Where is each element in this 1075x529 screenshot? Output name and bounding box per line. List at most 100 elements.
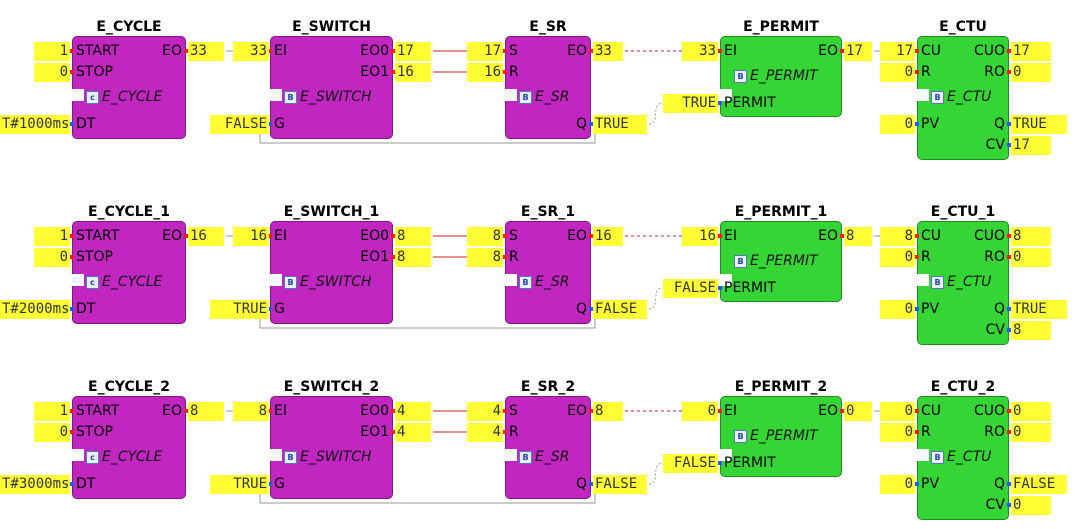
row2-ctu-r-value[interactable]: 0: [880, 248, 915, 267]
row1-switch-ei-pin[interactable]: [268, 49, 272, 53]
row1-permit-eo-value[interactable]: 17: [844, 42, 872, 61]
row2-ctu-cuo-pin[interactable]: [1007, 234, 1011, 238]
row3-switch-g-value[interactable]: TRUE: [210, 475, 269, 494]
row3-ctu-cu-pin[interactable]: [915, 409, 919, 413]
row3-permit-permit-value[interactable]: FALSE: [663, 454, 718, 473]
row2-switch-block[interactable]: [270, 221, 393, 324]
row1-cycle-stop-value[interactable]: 0: [34, 63, 70, 82]
row1-cycle-stop-pin[interactable]: [70, 70, 74, 74]
row2-cycle-title[interactable]: E_CYCLE_1: [88, 204, 170, 220]
row2-ctu-cv-value[interactable]: 8: [1011, 321, 1051, 340]
row2-cycle-eo-pin[interactable]: [184, 234, 188, 238]
row3-permit-eo-value[interactable]: 0: [844, 402, 872, 421]
row3-cycle-block[interactable]: [72, 396, 186, 499]
row2-ctu-r-pin[interactable]: [915, 255, 919, 259]
row2-switch-eo1-value[interactable]: 8: [395, 248, 431, 267]
row3-sr-eo-value[interactable]: 8: [593, 402, 623, 421]
row3-switch-ei-pin[interactable]: [268, 409, 272, 413]
row3-sr-q-pin[interactable]: [589, 482, 593, 486]
row3-sr-title[interactable]: E_SR_2: [520, 379, 576, 395]
row2-sr-title[interactable]: E_SR_1: [520, 204, 576, 220]
row1-switch-eo1-pin[interactable]: [391, 70, 395, 74]
row2-ctu-pv-value[interactable]: 0: [880, 300, 915, 319]
row3-ctu-r-value[interactable]: 0: [880, 423, 915, 442]
row1-sr-eo-pin[interactable]: [589, 49, 593, 53]
row1-ctu-cu-value[interactable]: 17: [880, 42, 915, 61]
row3-cycle-eo-value[interactable]: 8: [188, 402, 224, 421]
row2-sr-r-pin[interactable]: [503, 255, 507, 259]
row1-wire-sr-q-permit[interactable]: [648, 102, 664, 125]
row2-switch-g-value[interactable]: TRUE: [210, 300, 269, 319]
row1-sr-title[interactable]: E_SR: [529, 19, 567, 35]
row3-ctu-q-pin[interactable]: [1007, 482, 1011, 486]
row3-permit-ei-value[interactable]: 0: [682, 402, 718, 421]
row1-ctu-pv-pin[interactable]: [915, 122, 919, 126]
row3-cycle-start-pin[interactable]: [70, 409, 74, 413]
row3-switch-title[interactable]: E_SWITCH_2: [283, 379, 380, 395]
row2-cycle-start-value[interactable]: 1: [34, 227, 70, 246]
row3-sr-eo-pin[interactable]: [589, 409, 593, 413]
row2-cycle-dt-pin[interactable]: [70, 307, 74, 311]
row2-permit-eo-value[interactable]: 8: [844, 227, 872, 246]
row3-switch-eo1-value[interactable]: 4: [395, 423, 431, 442]
row3-wire-sr-q-permit[interactable]: [648, 462, 664, 485]
row1-sr-q-value[interactable]: TRUE: [593, 115, 647, 134]
row3-sr-r-pin[interactable]: [503, 430, 507, 434]
row1-permit-ei-pin[interactable]: [718, 49, 722, 53]
row3-cycle-dt-pin[interactable]: [70, 482, 74, 486]
row1-permit-title[interactable]: E_PERMIT: [743, 19, 819, 35]
row3-ctu-cv-pin[interactable]: [1007, 503, 1011, 507]
row2-ctu-cuo-value[interactable]: 8: [1011, 227, 1051, 246]
row2-sr-eo-pin[interactable]: [589, 234, 593, 238]
row3-ctu-pv-value[interactable]: 0: [880, 475, 915, 494]
row3-ctu-cu-value[interactable]: 0: [880, 402, 915, 421]
row1-switch-eo1-value[interactable]: 16: [395, 63, 431, 82]
row1-cycle-eo-pin[interactable]: [184, 49, 188, 53]
row2-ctu-cu-pin[interactable]: [915, 234, 919, 238]
row3-permit-permit-pin[interactable]: [718, 461, 722, 465]
row1-sr-block[interactable]: [505, 36, 591, 139]
row1-sr-r-value[interactable]: 16: [467, 63, 503, 82]
row3-permit-eo-pin[interactable]: [840, 409, 844, 413]
row2-cycle-start-pin[interactable]: [70, 234, 74, 238]
row3-ctu-title[interactable]: E_CTU_2: [930, 379, 996, 395]
row2-ctu-cu-value[interactable]: 8: [880, 227, 915, 246]
row2-permit-permit-value[interactable]: FALSE: [663, 279, 718, 298]
row3-ctu-r-pin[interactable]: [915, 430, 919, 434]
row1-ctu-title[interactable]: E_CTU: [939, 19, 987, 35]
row3-sr-s-pin[interactable]: [503, 409, 507, 413]
row1-permit-eo-pin[interactable]: [840, 49, 844, 53]
row3-cycle-title[interactable]: E_CYCLE_2: [88, 379, 170, 395]
row2-switch-eo0-value[interactable]: 8: [395, 227, 431, 246]
row1-ctu-r-pin[interactable]: [915, 70, 919, 74]
row1-switch-ei-value[interactable]: 33: [233, 42, 269, 61]
row1-sr-r-pin[interactable]: [503, 70, 507, 74]
row2-sr-r-value[interactable]: 8: [467, 248, 503, 267]
row3-ctu-ro-pin[interactable]: [1007, 430, 1011, 434]
row1-switch-title[interactable]: E_SWITCH: [292, 19, 371, 35]
row3-ctu-cv-value[interactable]: 0: [1011, 496, 1051, 515]
row3-ctu-cuo-value[interactable]: 0: [1011, 402, 1051, 421]
row3-switch-eo0-pin[interactable]: [391, 409, 395, 413]
row2-permit-title[interactable]: E_PERMIT_1: [734, 204, 828, 220]
row1-ctu-cu-pin[interactable]: [915, 49, 919, 53]
row3-sr-r-value[interactable]: 4: [467, 423, 503, 442]
row3-ctu-pv-pin[interactable]: [915, 482, 919, 486]
row1-ctu-q-value[interactable]: TRUE: [1011, 115, 1067, 134]
row2-switch-ei-value[interactable]: 16: [233, 227, 269, 246]
row2-cycle-dt-value[interactable]: T#2000ms: [0, 300, 70, 319]
row2-cycle-stop-pin[interactable]: [70, 255, 74, 259]
row2-ctu-q-value[interactable]: TRUE: [1011, 300, 1067, 319]
row2-permit-ei-pin[interactable]: [718, 234, 722, 238]
row1-ctu-r-value[interactable]: 0: [880, 63, 915, 82]
row1-permit-permit-value[interactable]: TRUE: [663, 94, 718, 113]
row3-cycle-dt-value[interactable]: T#3000ms: [0, 475, 70, 494]
row1-cycle-eo-value[interactable]: 33: [188, 42, 224, 61]
row1-cycle-dt-pin[interactable]: [70, 122, 74, 126]
row1-ctu-pv-value[interactable]: 0: [880, 115, 915, 134]
row2-sr-q-value[interactable]: FALSE: [593, 300, 647, 319]
row2-ctu-ro-value[interactable]: 0: [1011, 248, 1051, 267]
row3-cycle-start-value[interactable]: 1: [34, 402, 70, 421]
row1-ctu-cuo-value[interactable]: 17: [1011, 42, 1051, 61]
row2-sr-eo-value[interactable]: 16: [593, 227, 623, 246]
